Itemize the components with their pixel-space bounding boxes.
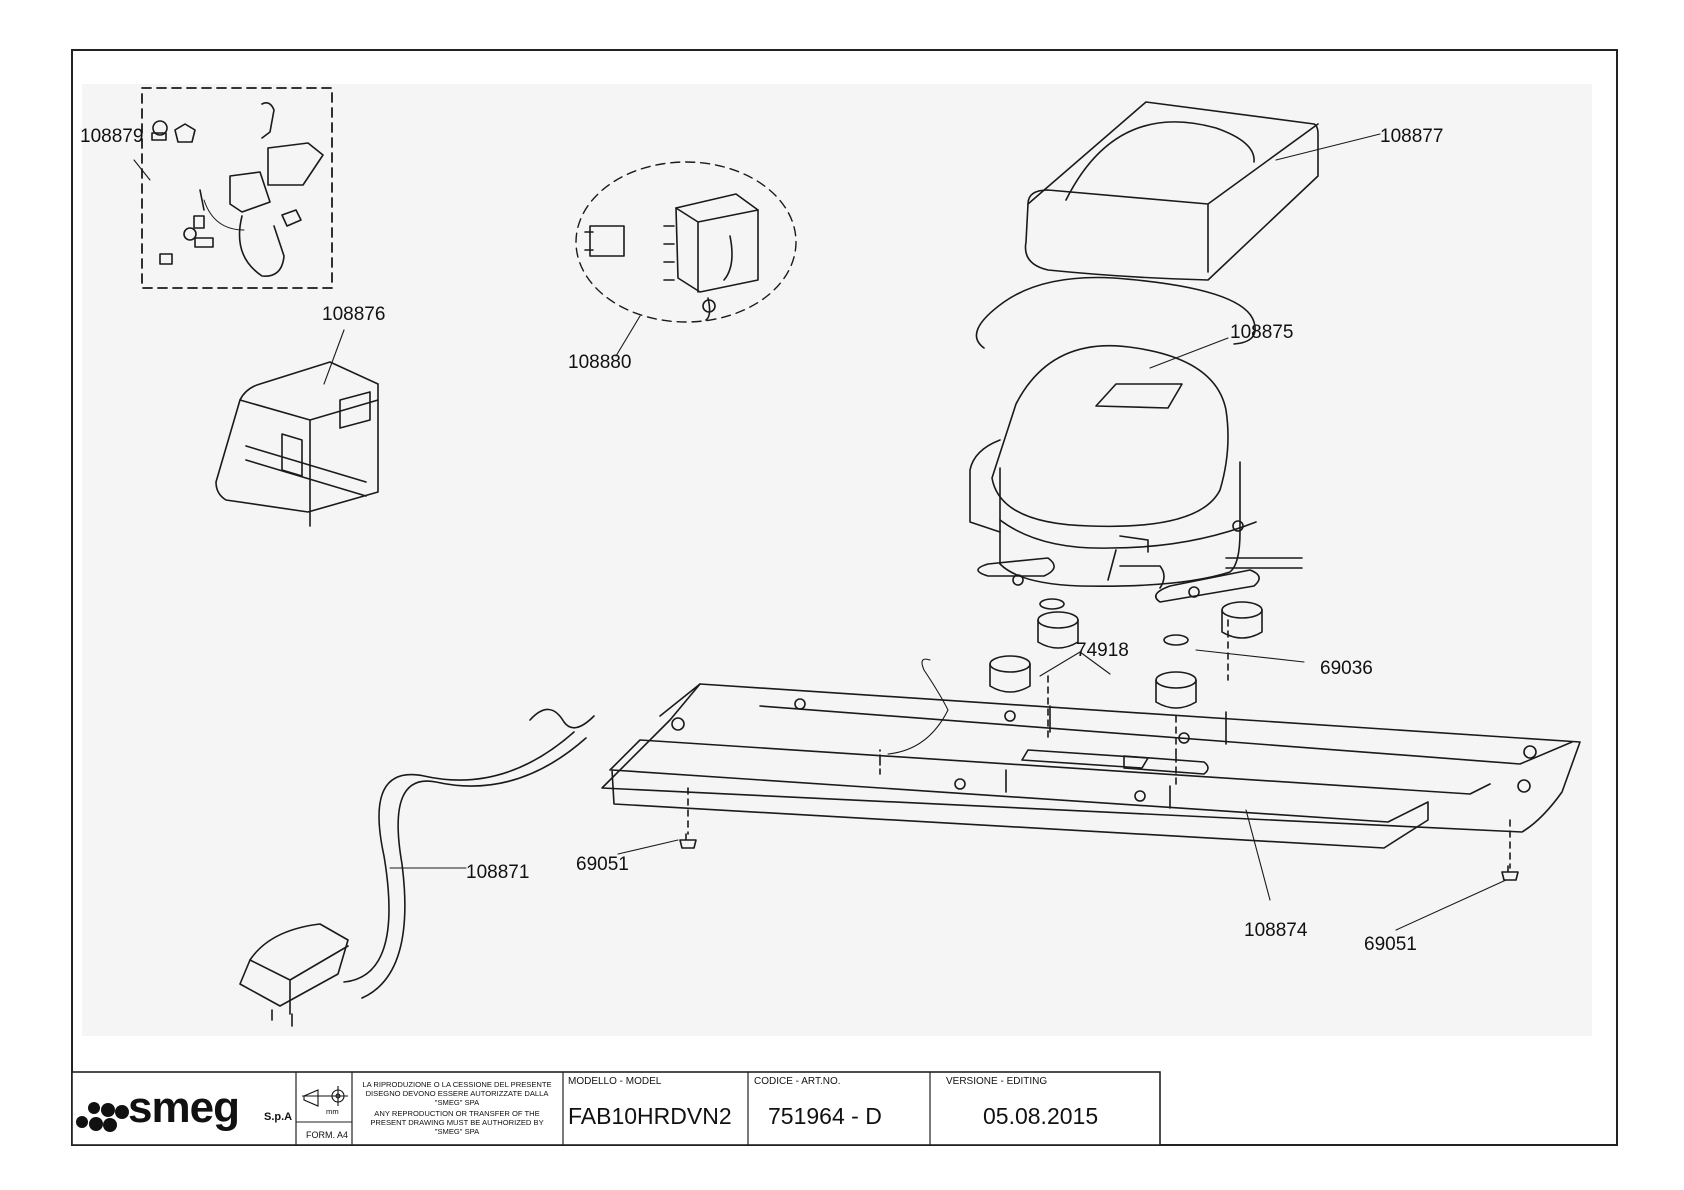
svg-text:"SMEG" SPA: "SMEG" SPA: [435, 1098, 480, 1107]
model-label: MODELLO - MODEL: [568, 1076, 662, 1087]
svg-text:DISEGNO DEVONO ESSERE AUTORIZZ: DISEGNO DEVONO ESSERE AUTORIZZATE DALLA: [366, 1089, 550, 1098]
electrical-kit-108879: [141, 87, 333, 289]
callout-69051-left: 69051: [576, 854, 629, 875]
svg-text:LA RIPRODUZIONE O LA CESSIONE: LA RIPRODUZIONE O LA CESSIONE DEL PRESEN…: [362, 1080, 551, 1089]
callout-74918: 74918: [1076, 640, 1129, 661]
compressor-108875: [969, 276, 1303, 603]
grommets-74918: [989, 598, 1263, 709]
drawing-area: [82, 84, 1592, 1036]
code-label: CODICE - ART.NO.: [754, 1076, 841, 1087]
svg-text:"SMEG" SPA: "SMEG" SPA: [435, 1127, 480, 1136]
feet-69051: [679, 619, 1519, 881]
lid-108877: [1024, 101, 1319, 281]
version-value: 05.08.2015: [983, 1103, 1098, 1129]
callout-108877: 108877: [1380, 126, 1443, 147]
format-label: FORM. A4: [306, 1130, 348, 1140]
logo-suffix: S.p.A: [264, 1111, 292, 1123]
smeg-logo: smeg S.p.A: [76, 1083, 292, 1132]
cover-108876: [215, 361, 379, 527]
relay-detail-108880: [575, 161, 797, 323]
callout-108871: 108871: [466, 862, 529, 883]
model-value: FAB10HRDVN2: [568, 1103, 732, 1129]
callout-69051-right: 69051: [1364, 934, 1417, 955]
leader-lines: [133, 133, 1507, 931]
copyright-notice: LA RIPRODUZIONE O LA CESSIONE DEL PRESEN…: [362, 1080, 551, 1136]
version-label: VERSIONE - EDITING: [946, 1076, 1047, 1087]
callout-108875: 108875: [1230, 322, 1293, 343]
callout-labels: 108879 108877 108876 108880 108875 74918…: [80, 126, 1443, 955]
code-value: 751964 - D: [768, 1103, 882, 1129]
callout-108880: 108880: [568, 352, 631, 373]
base-plate-108874: [601, 683, 1581, 849]
power-cord-108871: [239, 658, 949, 1027]
callout-108876: 108876: [322, 304, 385, 325]
callout-108879: 108879: [80, 126, 143, 147]
projection-symbol-icon: [302, 1086, 348, 1107]
callout-108874: 108874: [1244, 920, 1308, 941]
svg-text:PRESENT DRAWING MUST BE AUTHOR: PRESENT DRAWING MUST BE AUTHORIZED BY: [370, 1118, 543, 1127]
svg-text:ANY REPRODUCTION OR TRANSFER O: ANY REPRODUCTION OR TRANSFER OF THE: [374, 1109, 539, 1118]
logo-wordmark: smeg: [128, 1083, 239, 1132]
unit-label: mm: [326, 1107, 339, 1116]
callout-69036: 69036: [1320, 658, 1373, 679]
title-block: smeg S.p.A mm FORM. A4 LA RIPRODUZIONE O…: [71, 1071, 1161, 1146]
